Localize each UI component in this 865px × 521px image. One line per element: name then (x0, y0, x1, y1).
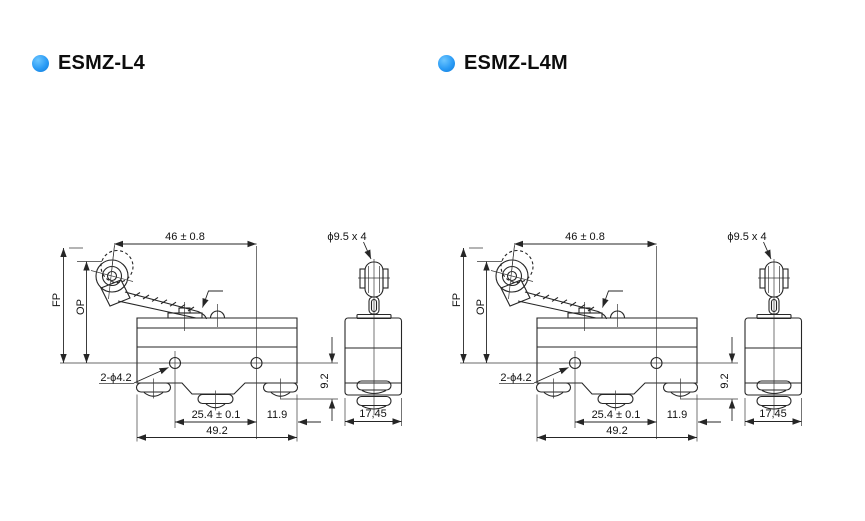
dim-lever-length: 46 ± 0.8 (165, 231, 205, 243)
model-name-esmz-l4: ESMZ-L4 (58, 52, 145, 74)
model-name-esmz-l4m: ESMZ-L4M (464, 52, 568, 74)
dim-mounting-holes: 2-ϕ4.2 (500, 372, 531, 384)
drawing-esmz-l4: 46 ± 0.8 FP OP 2-ϕ4.2 25.4 ± 0.1 11.9 49… (51, 231, 402, 442)
section-title-esmz-l4m: ESMZ-L4M (438, 52, 568, 75)
dim-hole-to-bottom: 9.2 (719, 373, 731, 388)
dim-operating-position: OP (475, 299, 487, 315)
dim-roller-size: ϕ9.5 x 4 (727, 231, 766, 243)
drawing-esmz-l4m: 46 ± 0.8 FP OP 2-ϕ4.2 25.4 ± 0.1 11.9 49… (451, 231, 802, 442)
dim-operating-position: OP (75, 299, 87, 315)
dim-hole-to-bottom: 9.2 (319, 373, 331, 388)
dim-body-width: 49.2 (206, 425, 227, 437)
section-title-esmz-l4: ESMZ-L4 (32, 52, 145, 75)
dim-free-position: FP (451, 293, 463, 307)
dim-hole-to-edge: 11.9 (267, 409, 288, 421)
dim-hole-spacing: 25.4 ± 0.1 (592, 409, 641, 421)
dim-lever-length: 46 ± 0.8 (565, 231, 605, 243)
dim-hole-spacing: 25.4 ± 0.1 (192, 409, 241, 421)
bullet-icon (438, 55, 455, 72)
dim-free-position: FP (51, 293, 63, 307)
dim-body-width: 49.2 (606, 425, 627, 437)
dim-body-thickness: 17,45 (359, 408, 387, 420)
dim-roller-size: ϕ9.5 x 4 (327, 231, 366, 243)
dim-body-thickness: 17,45 (759, 408, 787, 420)
dim-mounting-holes: 2-ϕ4.2 (100, 372, 131, 384)
bullet-icon (32, 55, 49, 72)
dim-hole-to-edge: 11.9 (667, 409, 688, 421)
